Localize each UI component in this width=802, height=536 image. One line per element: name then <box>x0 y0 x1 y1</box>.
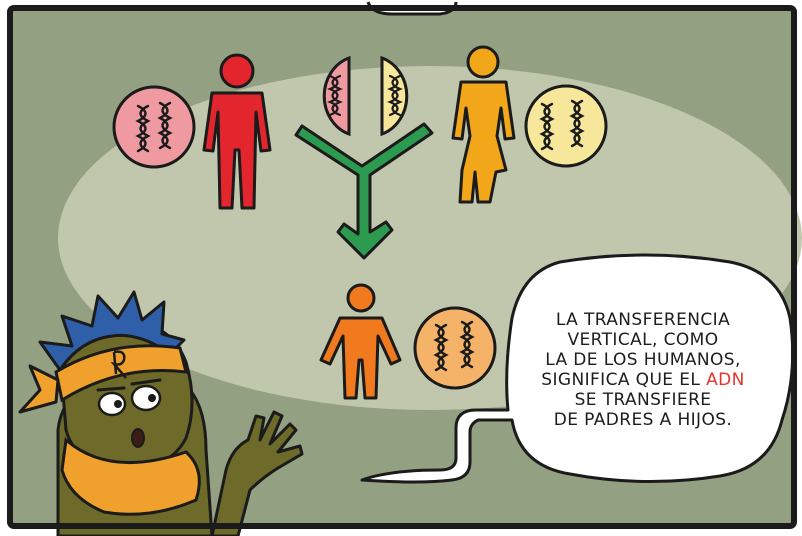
speech-bubble-text: LA TRANSFERENCIA VERTICAL, COMO LA DE LO… <box>512 262 774 477</box>
child-chromosome-circle-icon <box>413 306 497 390</box>
mother-half-chromosome-icon <box>380 55 409 137</box>
mother-chromosome-circle-icon <box>524 84 608 168</box>
speech-line-4-prefix: SIGNIFICA QUE EL <box>541 369 707 390</box>
dna-highlight: ADN <box>706 369 745 390</box>
speech-line-3: LA DE LOS HUMANOS, <box>545 349 741 370</box>
female-figure-icon <box>451 45 516 204</box>
panel-frame <box>7 5 797 529</box>
father-half-chromosome-icon <box>322 55 351 137</box>
father-chromosome-circle-icon <box>112 85 196 169</box>
speech-bubble <box>360 253 795 484</box>
speech-line-5: SE TRANSFIERE <box>574 389 712 410</box>
speech-line-1: LA TRANSFERENCIA <box>555 309 731 330</box>
bandana-character <box>18 290 304 536</box>
male-figure-icon <box>202 53 272 210</box>
speech-line-6: DE PADRES A HIJOS. <box>553 409 733 430</box>
child-figure-icon <box>319 283 402 400</box>
speech-line-2: VERTICAL, COMO <box>567 329 719 350</box>
merge-arrow-icon <box>294 122 434 260</box>
speech-line-4: SIGNIFICA QUE EL ADN <box>541 370 744 390</box>
